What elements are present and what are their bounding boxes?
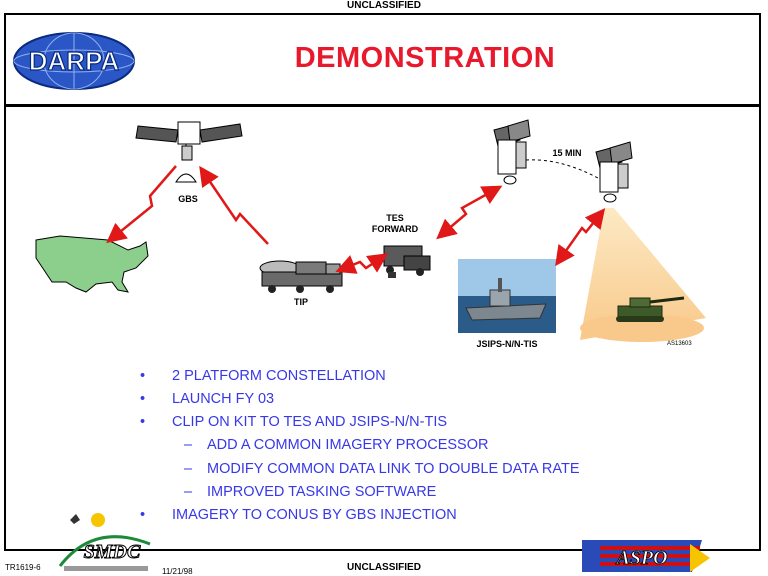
gbs-satellite [135, 121, 243, 183]
jsips-ship-image [458, 259, 556, 333]
header-divider [4, 104, 761, 107]
svg-text:SMDC: SMDC [84, 541, 141, 563]
doc-number: TR1619-6 [5, 563, 41, 572]
slide-title: DEMONSTRATION [294, 42, 556, 74]
crosslink-dashed [525, 159, 599, 179]
tank-icon [616, 296, 685, 322]
satellite-two-icon [595, 141, 633, 203]
us-map-icon [35, 235, 149, 293]
svg-text:ASPO: ASPO [614, 547, 667, 569]
arrow-tes-to-satellite [436, 185, 503, 240]
smdc-logo: SMDC [58, 513, 151, 571]
label-serial: AS13603 [667, 341, 692, 347]
tes-forward-icon [383, 245, 431, 278]
arrow-gbs-to-us [106, 165, 177, 244]
slide-frame [4, 13, 761, 551]
sensor-cone [580, 208, 706, 340]
tip-truck-icon [259, 260, 343, 293]
darpa-logo-text: DARPA [29, 46, 120, 76]
label-gbs: GBS [178, 194, 198, 204]
classification-bottom: UNCLASSIFIED [347, 562, 421, 573]
arrow-tip-to-gbs [199, 165, 269, 245]
label-15-min: 15 MIN [552, 148, 582, 158]
doc-date: 11/21/98 [162, 567, 193, 576]
concept-diagram [35, 119, 706, 342]
arrow-satellite-to-ship [555, 208, 606, 267]
label-jsips: JSIPS-N/N-TIS [476, 339, 538, 349]
darpa-logo: DARPA [13, 32, 135, 90]
label-tes-forward: TES FORWARD [371, 213, 419, 234]
aspo-logo: ASPO [582, 540, 710, 572]
arrow-tip-to-tes [335, 253, 389, 274]
satellite-one-icon [493, 119, 531, 185]
label-tip: TIP [293, 297, 308, 307]
classification-top: UNCLASSIFIED [347, 0, 421, 11]
